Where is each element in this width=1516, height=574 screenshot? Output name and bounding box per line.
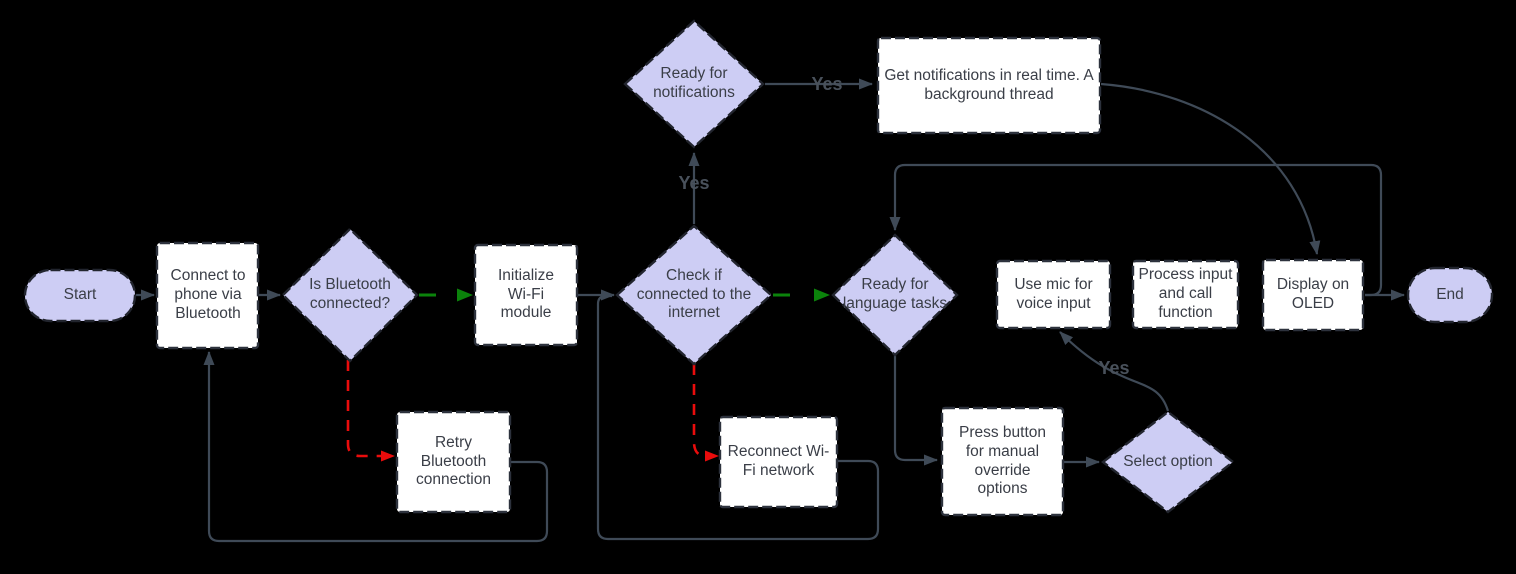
node-select-option-label: Select option — [1123, 452, 1213, 470]
node-shapes — [23, 19, 1494, 517]
node-reconnect-wifi-shape — [718, 415, 839, 509]
node-select-option-shape — [1101, 410, 1235, 514]
node-retry-bluetooth-shape — [395, 410, 512, 514]
node-use-mic-shape — [995, 259, 1112, 330]
edge-label-yes-check-to-notifications: Yes — [678, 172, 710, 193]
node-bt-connected-label: Is Bluetooth connected? — [309, 276, 391, 312]
node-start-shape — [23, 268, 137, 323]
node-process-input-shape — [1131, 259, 1240, 330]
node-connect-phone-label: Connect to phone via Bluetooth — [170, 267, 246, 322]
node-end-label: End — [1436, 285, 1464, 303]
node-bt-connected-shape — [281, 227, 419, 363]
edge-get-notifications-to-display — [1100, 82, 1321, 255]
node-check-internet-label: Check if connected to the internet — [636, 266, 752, 322]
edge-select-yes-to-use-mic — [1059, 331, 1170, 412]
edges — [136, 78, 1405, 543]
edge-check-no-to-reconnect — [692, 364, 719, 462]
node-get-notifications-shape — [876, 36, 1102, 135]
node-press-button-shape — [940, 406, 1065, 517]
node-press-button-label: Press button for manual override options — [958, 423, 1047, 498]
edge-retry-loop-to-connect — [203, 351, 549, 543]
node-ready-language-label: Ready for language tasks — [842, 276, 948, 312]
edge-reconnect-loop-to-check — [596, 294, 880, 541]
node-start-label: Start — [63, 286, 97, 304]
node-ready-notifications-shape — [623, 19, 765, 149]
node-init-wifi-label: Initialize Wi-Fi module — [498, 266, 554, 322]
node-init-wifi-shape — [473, 243, 579, 347]
node-reconnect-wifi-label: Reconnect Wi-Fi network — [727, 443, 830, 479]
node-display-oled-shape — [1261, 258, 1365, 332]
node-ready-language-shape — [831, 233, 959, 357]
node-use-mic-label: Use mic for voice input — [1014, 275, 1093, 312]
node-display-oled-label: Display on OLED — [1276, 276, 1350, 312]
node-connect-phone-shape — [155, 241, 260, 350]
node-process-input-label: Process input and call function — [1138, 266, 1233, 321]
edge-language-to-press-button — [893, 355, 938, 466]
node-get-notifications-label: Get notifications in real time. A backgr… — [884, 66, 1094, 103]
edge-label-yes-select-to-mic: Yes — [1098, 357, 1130, 378]
edge-label-yes-notifications-to-get: Yes — [811, 73, 843, 94]
node-check-internet-shape — [615, 224, 773, 366]
node-retry-bluetooth-label: Retry Bluetooth connection — [416, 433, 491, 489]
edge-bt-no-to-retry — [346, 360, 395, 462]
node-end-shape — [1406, 266, 1494, 324]
edge-display-loop-to-ready-language — [889, 163, 1383, 297]
node-ready-notifications-label: Ready for notifications — [653, 65, 735, 101]
